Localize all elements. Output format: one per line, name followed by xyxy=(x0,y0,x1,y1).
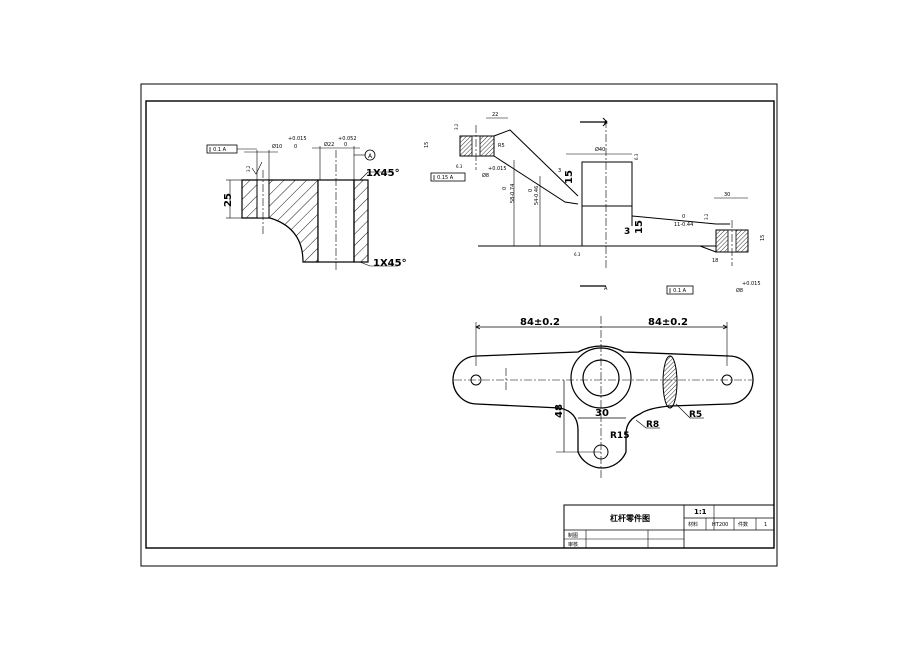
dim-15-lower: 15 xyxy=(634,220,645,234)
dim-height-58-upper: 0 xyxy=(502,187,508,190)
dim-30: 30 xyxy=(595,408,609,419)
roughness-b: 6.3 xyxy=(634,153,639,160)
bore-large-label: Ø22 xyxy=(324,141,334,148)
dim-15-right: 15 xyxy=(760,235,766,241)
bore-large-tol-lower: 0 xyxy=(344,142,347,148)
roughness-d: 3.2 xyxy=(704,213,709,220)
tol-frame-section-left-text: ∥ 0.15 A xyxy=(433,175,454,181)
quantity-value: 1 xyxy=(764,522,767,528)
outer-frame xyxy=(140,83,778,567)
dim-arm-30: 30 xyxy=(724,192,730,198)
bore-right-section: Ø8 xyxy=(736,287,743,294)
section-left-hatch xyxy=(241,179,319,263)
bore-small-tol-lower: 0 xyxy=(294,144,297,150)
bore-small-tol-upper: +0.015 xyxy=(288,136,307,142)
bore-right-section-tol: +0.015 xyxy=(742,281,761,287)
section-view-left: 25 1X45° 1X45° Ø10 +0.015 0 Ø22 +0.052 0… xyxy=(206,136,407,272)
dim-offset-upper: 0 xyxy=(682,214,685,220)
roughness-a: 3.2 xyxy=(454,123,459,130)
hub xyxy=(581,161,633,207)
inner-frame xyxy=(145,100,775,549)
roughness-e: 6.3 xyxy=(456,164,463,169)
dim-3-upper: 3 xyxy=(558,168,561,174)
rib-section xyxy=(662,355,678,409)
arm-lower xyxy=(493,155,579,205)
radius-r15: R15 xyxy=(610,431,629,441)
dim-18: 18 xyxy=(712,258,718,264)
roughness-left: 3.2 xyxy=(246,165,251,172)
checked-label: 审核 xyxy=(568,541,578,548)
dim-offset: 11-0.44 xyxy=(674,222,693,228)
tol-frame-section-right xyxy=(666,285,694,295)
material-value: HT200 xyxy=(712,522,728,528)
section-view-right: A A 22 Ø40 30 15 15 15 15 3 3 18 R5 11-0… xyxy=(424,112,766,295)
section-mark-bottom: A xyxy=(604,286,608,292)
arm-right xyxy=(631,215,730,225)
radius-r8: R8 xyxy=(646,420,659,430)
drawn-label: 制图 xyxy=(568,532,578,539)
scale: 1:1 xyxy=(694,508,707,516)
bore-small-label: Ø10 xyxy=(272,143,282,150)
quantity-label: 件数 xyxy=(738,521,748,528)
bore-left-section-tol: +0.015 xyxy=(488,166,507,172)
chamfer-bottom-label: 1X45° xyxy=(373,258,407,269)
tol-frame-section-right-text: ∥ 0.1 A xyxy=(669,288,687,294)
part-name: 杠杆零件图 xyxy=(610,513,650,523)
title-block: 杠杆零件图 1:1 材料 HT200 件数 1 制图 审核 xyxy=(563,504,775,549)
top-view: 84±0.2 84±0.2 48 30 R15 R8 R5 xyxy=(452,316,754,480)
chamfer-top-label: 1X45° xyxy=(366,168,400,179)
dim-48: 48 xyxy=(554,404,565,418)
arm-upper xyxy=(493,129,579,197)
dim-top-22: 22 xyxy=(492,112,498,118)
dim-15-mid: 15 xyxy=(564,170,575,184)
dim-15-left: 15 xyxy=(424,142,430,148)
dim-84-right: 84±0.2 xyxy=(648,317,688,328)
tolerance-frame-left-text: ∥ 0.1 A xyxy=(209,147,227,153)
datum-a-label: A xyxy=(368,153,373,160)
datum-a-symbol xyxy=(364,149,376,161)
bore-left-section: Ø8 xyxy=(482,172,489,179)
dim-r5-section: R5 xyxy=(498,143,505,149)
dim-height-58: 58-0.74 xyxy=(510,184,516,203)
radius-r5: R5 xyxy=(689,410,702,420)
tol-frame-section-left xyxy=(430,172,466,182)
dim-84-left: 84±0.2 xyxy=(520,317,560,328)
material-label: 材料 xyxy=(688,521,698,528)
lever-outline xyxy=(452,345,754,469)
section-mark-top: A xyxy=(604,120,608,126)
roughness-c: 6.3 xyxy=(574,252,581,257)
bore-large-wall xyxy=(353,179,369,263)
dim-3-lower: 3 xyxy=(624,227,630,237)
section-left-height: 25 xyxy=(223,193,234,207)
bore-large-tol-upper: +0.052 xyxy=(338,136,357,142)
dim-height-54: 54-0.46 xyxy=(534,186,540,205)
dim-hub-40: Ø40 xyxy=(595,146,605,153)
dim-height-54-upper: 0 xyxy=(528,189,534,192)
